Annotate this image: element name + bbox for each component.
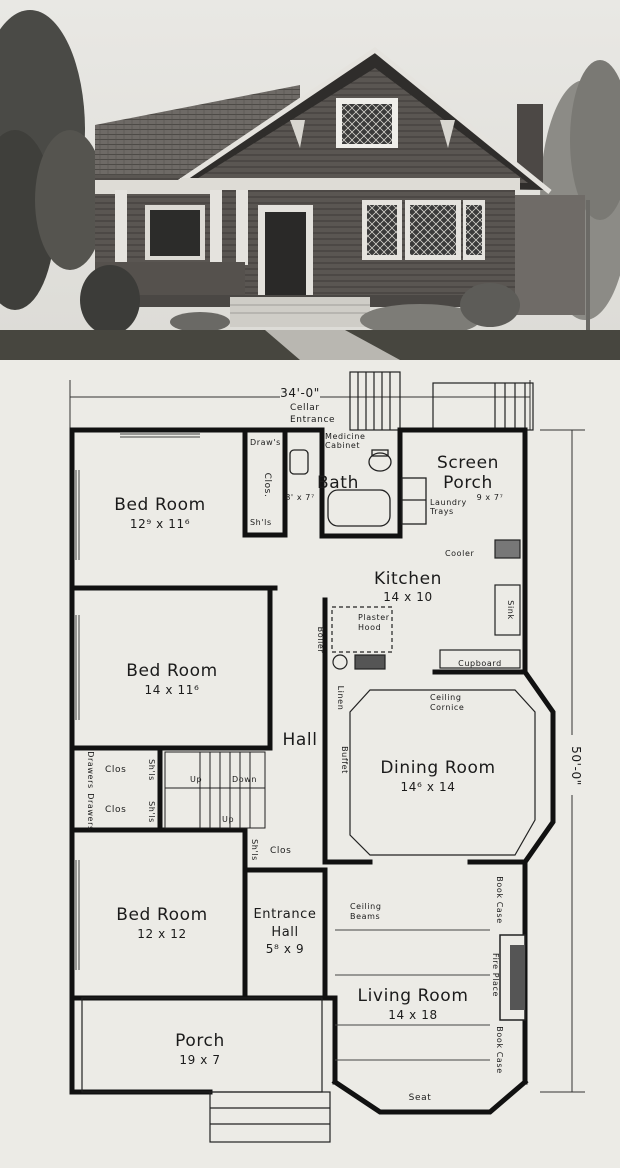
floor-plan: 34'-0" 50'-0": [0, 360, 620, 1168]
cellar-entrance-line2: Entrance: [290, 415, 335, 425]
laundry-line1: Laundry: [430, 498, 467, 507]
fire-place-label: Fire Place: [491, 953, 500, 997]
bed-room-2-size: 14 x 11⁶: [145, 683, 200, 697]
sink-label: Sink: [506, 600, 515, 619]
living-room-name: Living Room: [358, 986, 469, 1006]
linen-label: Linen: [336, 686, 345, 711]
screen-porch-name-line1: Screen: [437, 453, 499, 473]
entrance-hall-size: 5⁸ x 9: [266, 942, 304, 956]
closet-label-1: Clos: [105, 765, 126, 775]
shlvs-label-bed1: Sh'ls: [250, 518, 272, 527]
drawers-label-1: Drawers: [86, 751, 95, 788]
cellar-entrance-line1: Cellar: [290, 403, 320, 413]
shlvs-label-3: Sh'ls: [147, 801, 156, 823]
dining-room-name: Dining Room: [380, 758, 495, 778]
walls: [69, 427, 556, 1115]
bed-room-1-name: Bed Room: [114, 495, 206, 515]
stairs-down-label: Down: [232, 775, 257, 784]
living-room-size: 14 x 18: [388, 1008, 437, 1022]
dining-cornice: [349, 689, 536, 856]
kitchen-fixtures: [331, 539, 521, 670]
cupboard-label: Cupboard: [458, 659, 502, 668]
bath-size: 8' x 7⁷: [285, 493, 315, 502]
front-porch: [81, 997, 331, 1143]
boiler-label: Boiler: [316, 627, 325, 654]
beams-line1: Ceiling: [350, 902, 382, 911]
plaster-line1: Plaster: [358, 613, 390, 622]
drawers-label-2: Drawers: [86, 793, 95, 830]
overall-depth-label: 50'-0": [569, 746, 583, 786]
stairs: [164, 751, 266, 829]
floor-plan-drawing: 34'-0" 50'-0": [0, 360, 620, 1168]
screen-porch-size: 9 x 7⁷: [477, 493, 504, 502]
overall-width-label: 34'-0": [280, 386, 320, 400]
left-trees: [0, 10, 105, 310]
shlvs-label-2: Sh'ls: [147, 759, 156, 781]
hall-name: Hall: [282, 730, 317, 750]
bath-name: Bath: [317, 473, 359, 493]
laundry-line2: Trays: [429, 507, 454, 516]
shlvs-label-4: Sh'ls: [250, 839, 259, 861]
book-case-label-2: Book Case: [495, 1026, 504, 1073]
bed-room-1-size: 12⁹ x 11⁶: [130, 517, 190, 531]
closet-label-2: Clos: [105, 805, 126, 815]
house-photo: [0, 0, 620, 360]
bath-fixtures: [289, 449, 427, 527]
closet-label-3: Clos: [270, 846, 291, 856]
cellar-steps: [349, 371, 401, 431]
bed-room-2-name: Bed Room: [126, 661, 218, 681]
clos-label-bed1: Clos.: [262, 473, 272, 498]
draws-label: Draw's: [250, 438, 281, 447]
buffet-label: Buffet: [340, 746, 349, 774]
stairs-up-label: Up: [190, 775, 202, 784]
entrance-hall-line1: Entrance: [253, 907, 316, 922]
living-ceiling-beams: [335, 929, 490, 1061]
medicine-line1: Medicine: [325, 432, 366, 441]
stairs-up-label-2: Up: [222, 815, 234, 824]
medicine-line2: Cabinet: [325, 441, 360, 450]
book-case-label-1: Book Case: [495, 876, 504, 923]
windows: [75, 433, 200, 970]
bed-room-3-size: 12 x 12: [137, 927, 186, 941]
cornice-line1: Ceiling: [430, 693, 462, 702]
screen-porch-name-line2: Porch: [443, 473, 493, 493]
porch-name: Porch: [175, 1031, 225, 1051]
kitchen-name: Kitchen: [374, 569, 442, 589]
cooler-label: Cooler: [445, 549, 475, 558]
house-photo-drawing: [0, 0, 620, 360]
beams-line2: Beams: [350, 912, 380, 921]
seat-label: Seat: [409, 1093, 432, 1103]
cornice-line2: Cornice: [430, 703, 464, 712]
entrance-hall-line2: Hall: [271, 925, 298, 940]
kitchen-size: 14 x 10: [383, 590, 432, 604]
plaster-line2: Hood: [358, 623, 381, 632]
fireplace: [499, 934, 526, 1021]
bed-room-3-name: Bed Room: [116, 905, 208, 925]
porch-size: 19 x 7: [179, 1053, 220, 1067]
dining-room-size: 14⁶ x 14: [401, 780, 456, 794]
